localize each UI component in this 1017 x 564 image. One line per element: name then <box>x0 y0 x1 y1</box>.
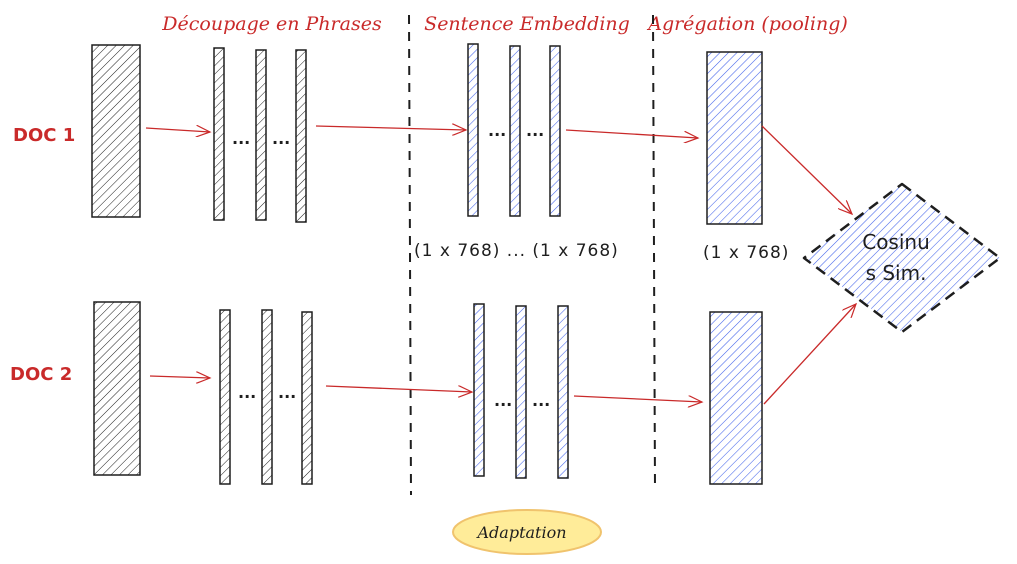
doc1-ellipsis: ... <box>272 129 290 148</box>
doc1-sentence-bar <box>255 49 267 221</box>
doc1-embedding-bar <box>549 45 561 217</box>
embedding-dimension-label: (1 x 768) ... (1 x 768) <box>414 241 619 261</box>
doc1-sentence-bar <box>295 49 307 223</box>
separator-line-1 <box>408 14 412 496</box>
doc2-pool-arrow <box>573 395 702 402</box>
doc2-embedding-bar <box>473 303 485 477</box>
doc2-block <box>93 301 141 476</box>
doc1-embedding-bar <box>467 43 479 217</box>
doc1-pooled-block <box>706 51 763 225</box>
doc2-ellipsis: ... <box>278 383 296 402</box>
adaptation-label: Adaptation <box>475 523 566 542</box>
doc1-embed-arrow <box>315 126 466 130</box>
doc1-label: DOC 1 <box>13 125 75 146</box>
doc2-ellipsis: ... <box>238 383 256 402</box>
doc2-sentence-bar <box>261 309 273 485</box>
header-sentence-splitting: Découpage en Phrases <box>161 13 382 35</box>
doc1-ellipsis: ... <box>232 129 250 148</box>
doc1-embedding-ellipsis: ... <box>526 121 544 140</box>
doc2-embedding-bar <box>515 305 527 479</box>
separator-line-2 <box>652 14 656 491</box>
doc2-sentence-bar <box>301 311 313 485</box>
doc1-block <box>91 44 141 218</box>
cosine-similarity-label-line1: Cosinu <box>862 230 930 254</box>
doc1-split-arrow <box>145 128 210 132</box>
doc2-split-arrow <box>149 376 210 378</box>
doc1-embedding-bar <box>509 45 521 217</box>
doc1-sentence-bar <box>213 47 225 221</box>
cosine-similarity-label-line2: s Sim. <box>866 261 927 285</box>
doc1-to-similarity-arrow <box>761 125 852 214</box>
doc2-pooled-block <box>709 311 763 485</box>
doc2-to-similarity-arrow <box>763 304 856 405</box>
doc2-embedding-bar <box>557 305 569 479</box>
header-pooling: Agrégation (pooling) <box>646 13 848 35</box>
doc1-embedding-ellipsis: ... <box>488 121 506 140</box>
header-sentence-embedding: Sentence Embedding <box>424 13 630 35</box>
cosine-similarity-diamond <box>802 182 1002 334</box>
pooled-dimension-label: (1 x 768) <box>703 243 789 263</box>
doc2-label: DOC 2 <box>10 364 72 385</box>
doc1-pool-arrow <box>565 129 698 138</box>
doc2-embedding-ellipsis: ... <box>532 391 550 410</box>
doc2-embedding-ellipsis: ... <box>494 391 512 410</box>
doc2-embed-arrow <box>325 385 472 392</box>
doc2-sentence-bar <box>219 309 231 485</box>
adaptation-badge <box>452 509 602 555</box>
